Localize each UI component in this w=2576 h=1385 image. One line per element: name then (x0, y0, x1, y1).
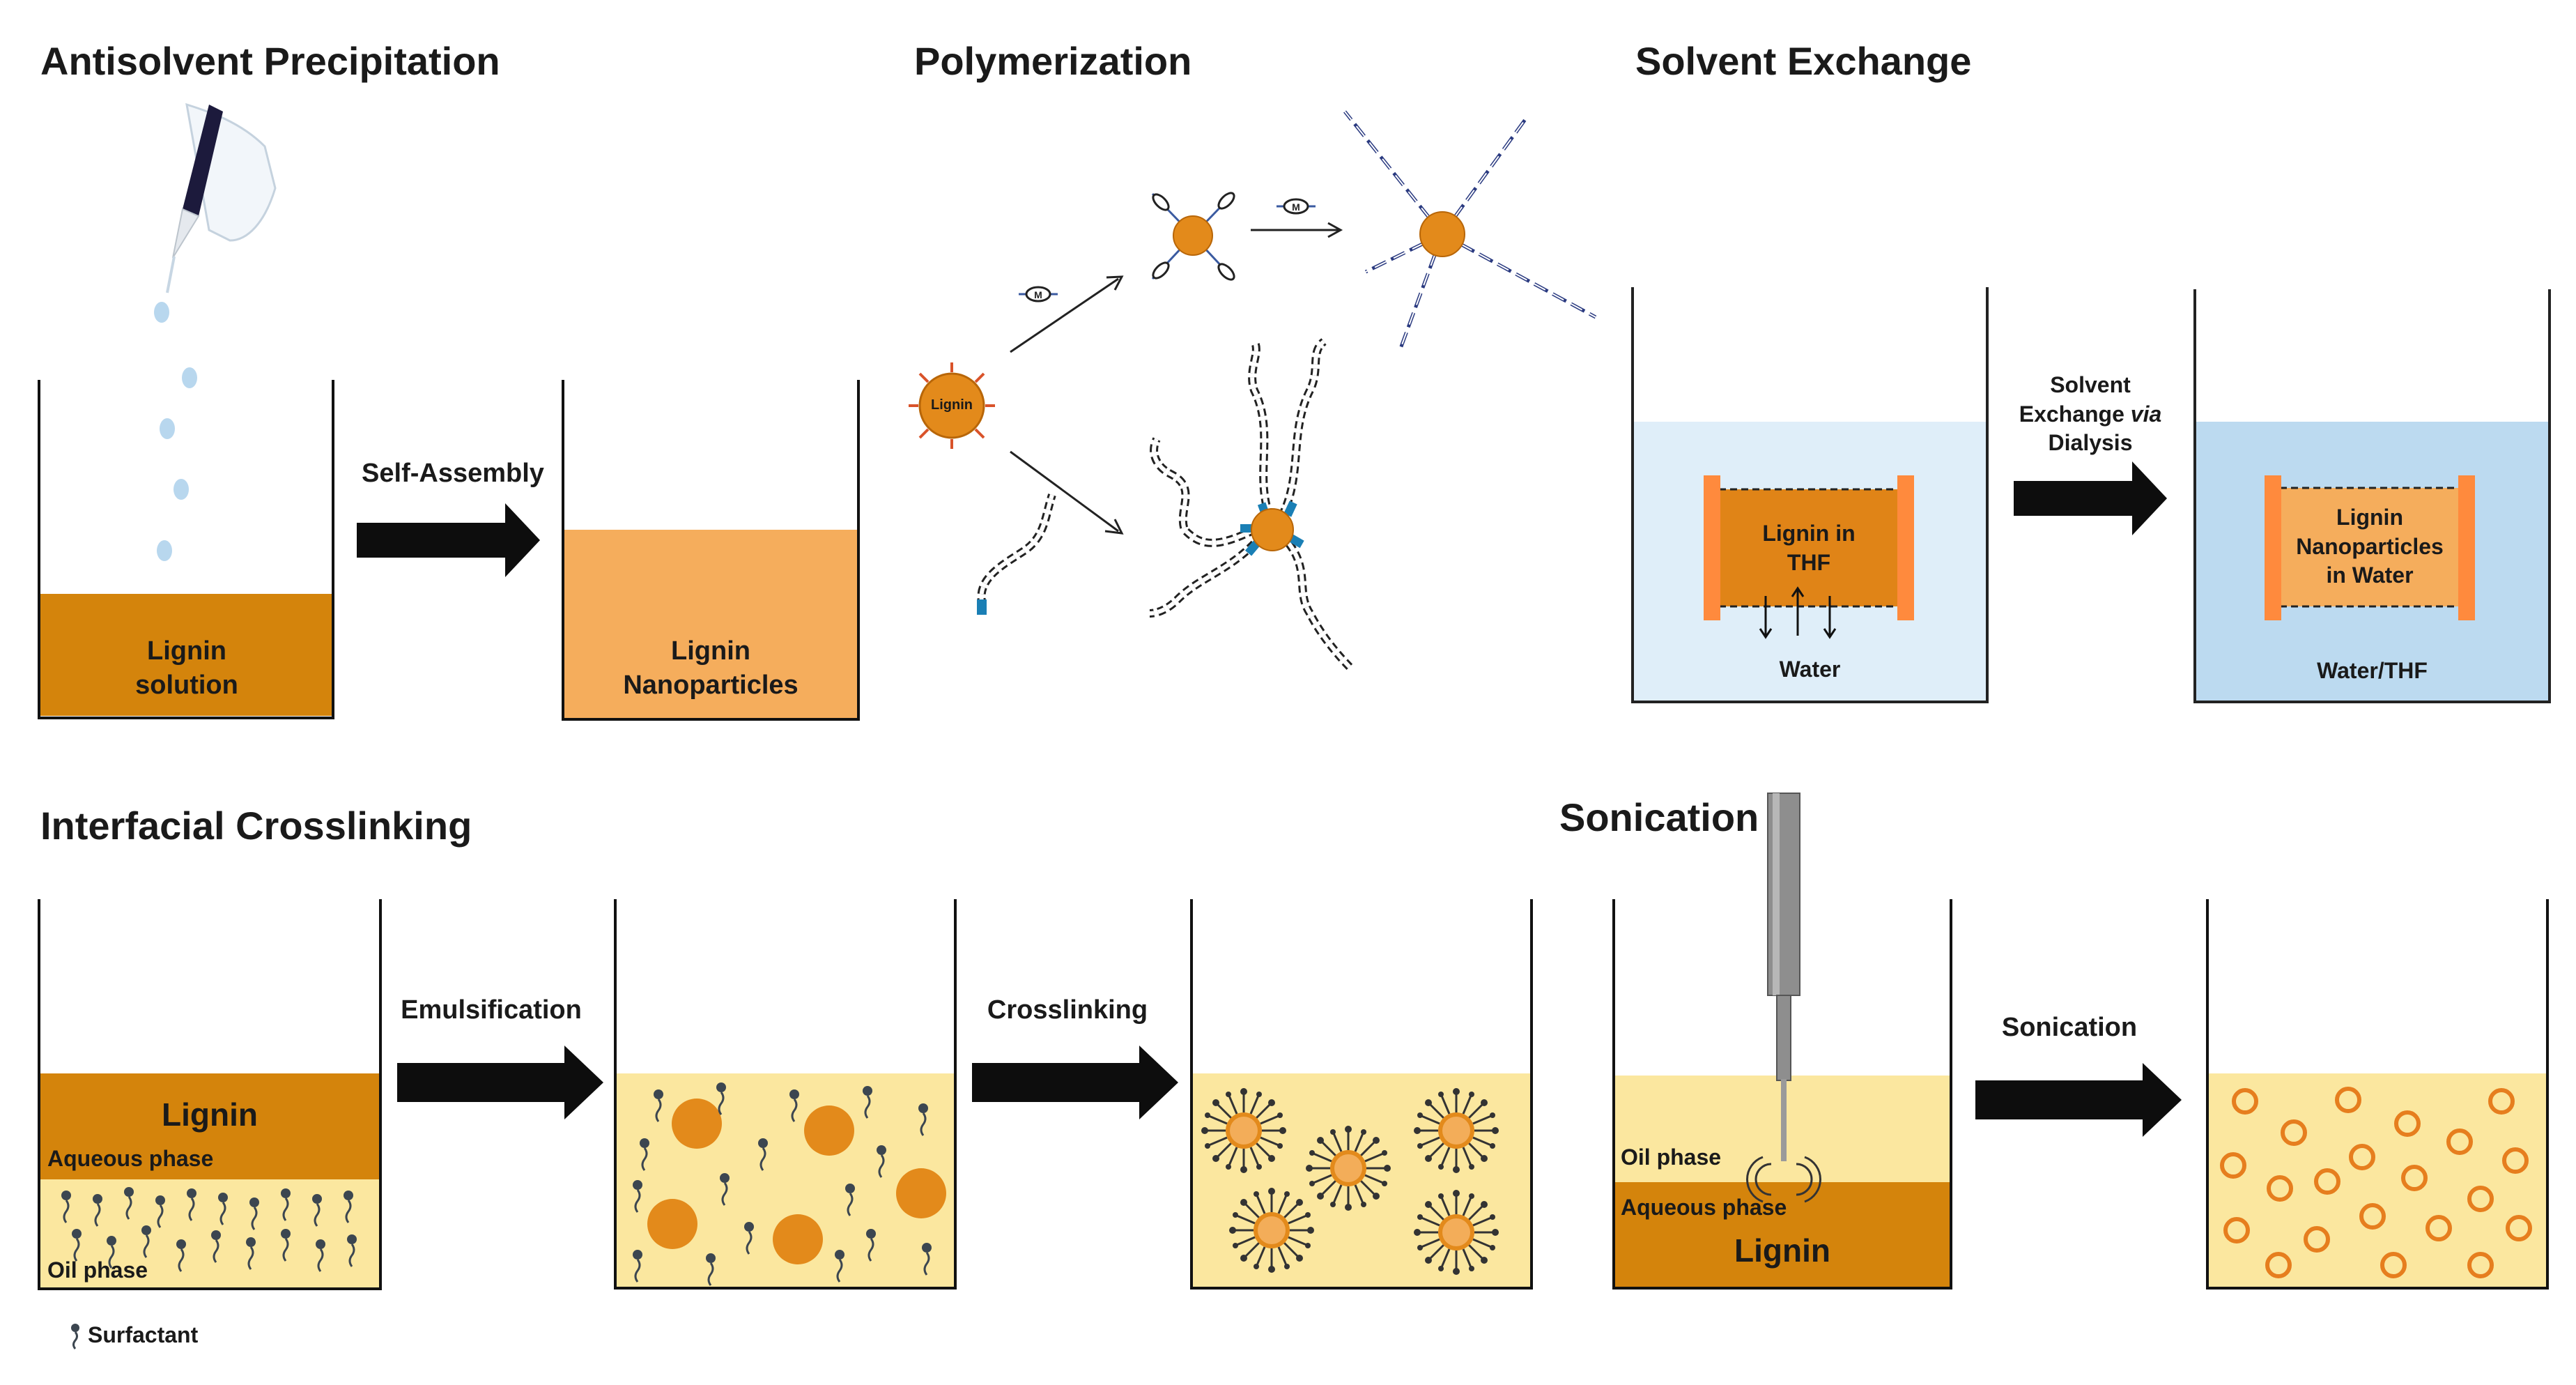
crosslinked-nanocapsule (1412, 1188, 1500, 1276)
arrow-self-assembly (357, 503, 540, 577)
falling-droplets (154, 302, 200, 618)
beaker-lignin-solution (38, 380, 334, 719)
beaker-lignin-nanoparticles (562, 380, 860, 721)
arrow-emulsification (397, 1046, 603, 1119)
lignin-nanoparticles-label: Lignin Nanoparticles (623, 636, 799, 701)
title-solvent-exchange: Solvent Exchange (1635, 39, 1972, 83)
self-assembly-label: Self-Assembly (362, 459, 544, 488)
interfacial-lignin-label: Lignin (162, 1096, 258, 1133)
ultrasound-waves-icon (1745, 1156, 1822, 1203)
beaker-sonication-after (2206, 899, 2549, 1290)
beaker-crosslinked (1190, 899, 1533, 1290)
title-antisolvent-precipitation: Antisolvent Precipitation (40, 39, 500, 83)
large-star-polymer (1343, 110, 1597, 349)
lignin-core (909, 362, 995, 449)
dialysis-bag-thf (1704, 475, 1914, 639)
surfactant-legend-label: Surfactant (88, 1322, 199, 1347)
crosslinked-nanocapsule (1228, 1186, 1316, 1274)
emulsification-label: Emulsification (401, 995, 582, 1025)
sonication-aqueous-phase-label: Aqueous phase (1621, 1195, 1787, 1220)
lignin-solution-label: Lignin solution (135, 636, 238, 701)
beaker-two-phase (38, 899, 382, 1290)
monomer-icon (1275, 198, 1317, 215)
crosslinked-nanocapsule (1304, 1124, 1392, 1212)
solvent-exchange-arrow-label: Solvent Exchange via Dialysis (2019, 372, 2162, 456)
reaction-arrows (1010, 222, 1343, 535)
surfactant-legend-icon (71, 1324, 79, 1349)
crosslinking-label: Crosslinking (987, 995, 1148, 1025)
water-thf-bath-label: Water/THF (2317, 658, 2428, 683)
title-polymerization: Polymerization (914, 39, 1192, 83)
beaker-emulsion (614, 899, 957, 1290)
sonicator-probe (1767, 793, 1800, 1161)
interfacial-aqueous-phase-label: Aqueous phase (47, 1146, 214, 1171)
monomer-icon (1017, 286, 1059, 303)
arrow-sonication (1975, 1063, 2182, 1137)
crosslinked-nanocapsule (1200, 1087, 1288, 1174)
title-sonication: Sonication (1559, 795, 1759, 839)
water-bath-label: Water (1779, 657, 1841, 682)
arrow-crosslinking (972, 1046, 1178, 1119)
sonication-arrow-label: Sonication (2001, 1013, 2138, 1042)
lignin-core-label: Lignin (931, 397, 973, 413)
dialysis-bag-nanoparticles (2265, 475, 2475, 620)
arrow-solvent-exchange (2014, 461, 2167, 535)
nanoparticles-in-water-label: Lignin Nanoparticles in Water (2296, 505, 2444, 588)
brush-polymer (1149, 338, 1355, 673)
oligomer-chain (977, 493, 1056, 615)
small-star-polymer (1151, 192, 1235, 281)
title-interfacial-crosslinking: Interfacial Crosslinking (40, 804, 472, 848)
pipette-hand (166, 102, 277, 293)
sonication-lignin-label: Lignin (1734, 1232, 1830, 1269)
crosslinked-nanocapsule (1412, 1087, 1500, 1174)
sonication-oil-phase-label: Oil phase (1621, 1145, 1722, 1170)
interfacial-oil-phase-label: Oil phase (47, 1257, 148, 1283)
lignin-in-thf-label: Lignin in THF (1762, 521, 1856, 575)
beaker-water-thf-bath (2193, 289, 2551, 703)
